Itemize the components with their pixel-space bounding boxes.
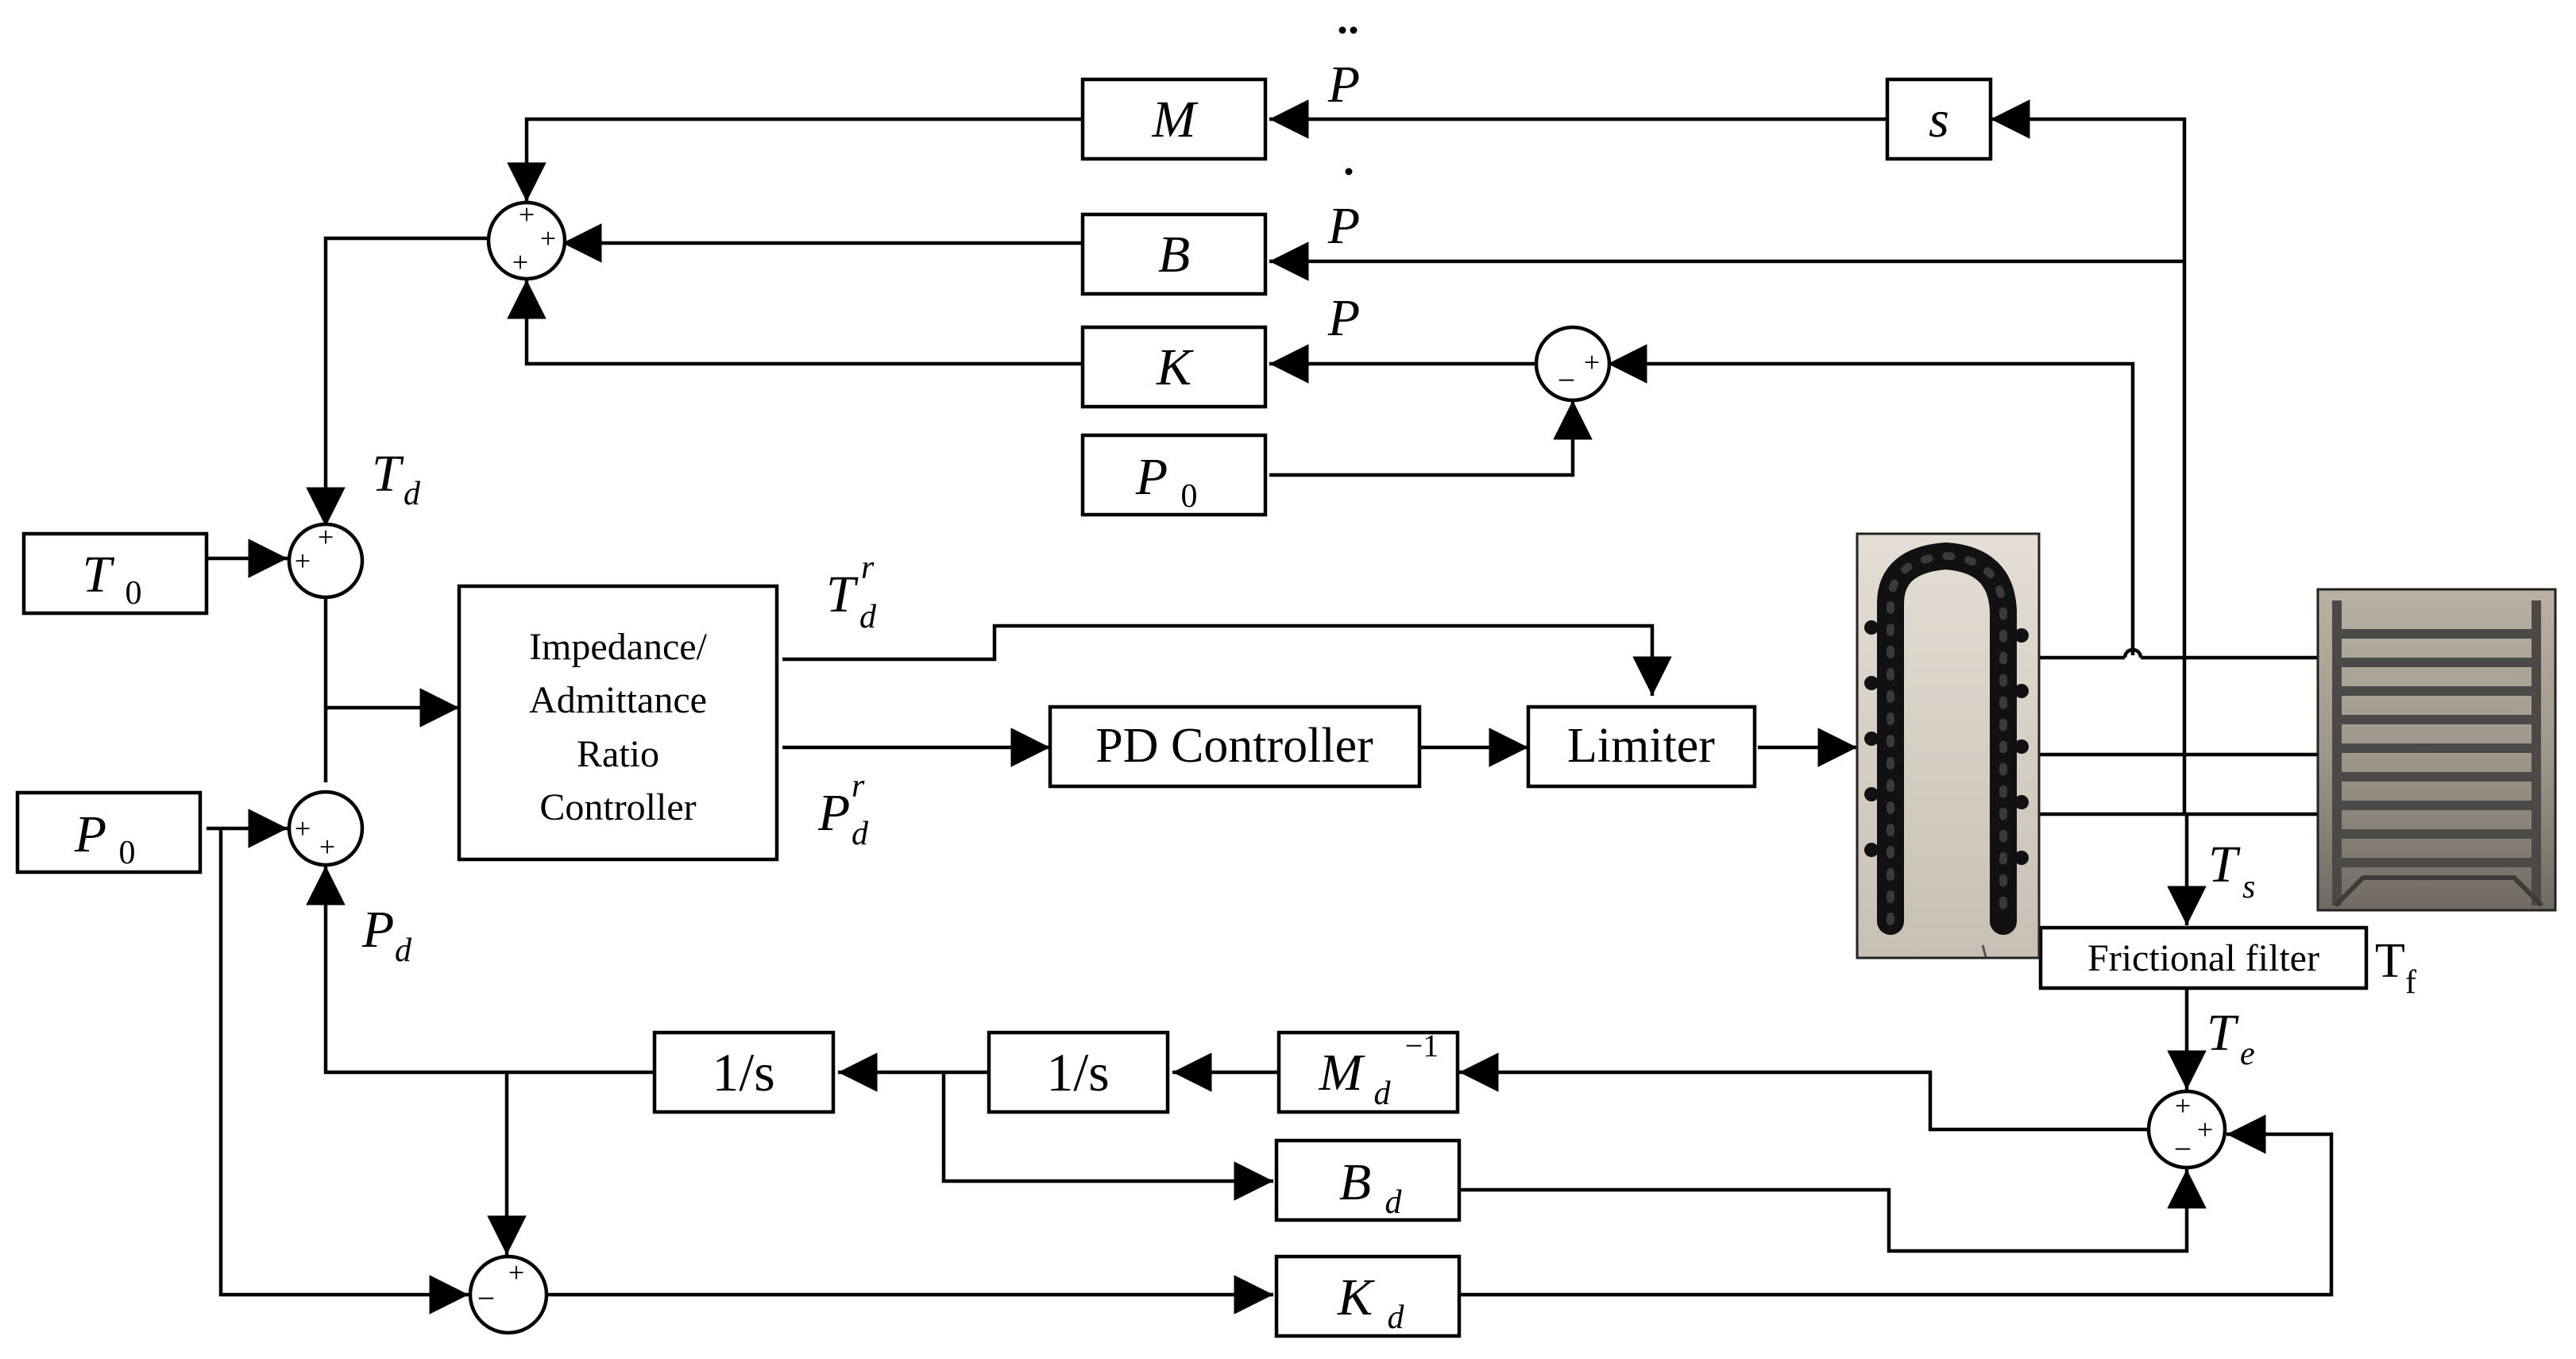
svg-text:1/s: 1/s — [1046, 1042, 1109, 1102]
label-tf: T f — [2375, 934, 2416, 1001]
label-p-double-dot: P — [1327, 26, 1360, 114]
block-m: M — [1080, 77, 1268, 161]
label-p: P — [1327, 289, 1360, 347]
block-bd: B d — [1274, 1138, 1462, 1222]
svg-text:+: + — [295, 545, 311, 577]
svg-text:P: P — [1327, 56, 1360, 114]
block-impedance-admittance-ratio-controller: Impedance/ Admittance Ratio Controller — [457, 584, 779, 862]
svg-text:Controller: Controller — [539, 786, 696, 828]
block-p0-left: P 0 — [15, 790, 203, 874]
svg-text:Impedance/: Impedance/ — [529, 626, 708, 668]
svg-text:d: d — [1385, 1184, 1403, 1221]
svg-text:r: r — [861, 550, 875, 586]
svg-text:P: P — [1327, 197, 1360, 255]
svg-text:r: r — [852, 768, 865, 805]
svg-text:+: + — [319, 831, 335, 863]
svg-text:f: f — [2405, 964, 2416, 1001]
svg-text:+: + — [295, 813, 311, 844]
signal-wires — [207, 99, 2334, 1315]
svg-text:+: + — [2175, 1090, 2191, 1122]
svg-text:−: − — [2174, 1131, 2192, 1167]
svg-text:d: d — [1374, 1075, 1392, 1112]
svg-text:T: T — [83, 546, 115, 604]
block-limiter: Limiter — [1526, 705, 1757, 789]
svg-text:Admittance: Admittance — [529, 679, 707, 721]
svg-text:d: d — [852, 816, 869, 852]
label-pd: P d — [361, 901, 412, 969]
svg-text:d: d — [859, 599, 877, 635]
label-p-dot: P — [1327, 168, 1360, 255]
sum-junction-pd: + + — [287, 790, 365, 867]
sum-junction-bottom: + − — [468, 1254, 549, 1335]
svg-text:B: B — [1339, 1153, 1371, 1211]
block-p0-top: P 0 — [1080, 433, 1268, 517]
block-kd: K d — [1274, 1254, 1462, 1338]
svg-text:+: + — [508, 1257, 524, 1288]
sum-junction-top: + + + — [486, 199, 567, 281]
svg-text:T: T — [826, 566, 859, 624]
test-rig-photo — [2316, 588, 2557, 912]
svg-text:d: d — [404, 476, 421, 512]
block-integrator-1: 1/s — [652, 1030, 836, 1114]
svg-text:−1: −1 — [1405, 1028, 1439, 1064]
svg-text:T: T — [372, 445, 404, 503]
block-b: B — [1080, 212, 1268, 296]
svg-text:Frictional filter: Frictional filter — [2087, 937, 2319, 979]
label-td: T d — [372, 445, 421, 512]
svg-text:T: T — [2375, 934, 2405, 988]
block-pd-controller: PD Controller — [1048, 705, 1422, 789]
svg-text:+: + — [519, 199, 535, 230]
block-frictional-filter: Frictional filter — [2038, 925, 2369, 990]
svg-text:M: M — [1319, 1044, 1366, 1102]
label-pdr: P d r — [817, 768, 869, 852]
svg-text:B: B — [1158, 226, 1190, 284]
svg-text:+: + — [318, 521, 334, 553]
svg-text:s: s — [1929, 91, 1949, 149]
svg-text:P: P — [74, 805, 106, 863]
block-md-inverse: M d −1 — [1276, 1028, 1460, 1114]
sum-junction-te: + + − — [2146, 1089, 2227, 1170]
label-tdr: T d r — [826, 550, 877, 635]
svg-text:T: T — [2208, 836, 2241, 894]
svg-text:+: + — [512, 246, 528, 278]
svg-text:s: s — [2242, 869, 2255, 905]
block-k: K — [1080, 325, 1268, 409]
svg-text:d: d — [395, 932, 412, 969]
label-te: T e — [2207, 1004, 2255, 1072]
svg-text:e: e — [2240, 1036, 2255, 1072]
sum-junction-p: + − — [1534, 325, 1612, 403]
svg-text:P: P — [1327, 289, 1360, 347]
block-integrator-2: 1/s — [987, 1030, 1170, 1114]
svg-text:1/s: 1/s — [712, 1042, 774, 1102]
svg-text:P: P — [817, 784, 850, 842]
svg-text:d: d — [1388, 1299, 1405, 1336]
svg-text:−: − — [477, 1280, 496, 1316]
svg-text:PD Controller: PD Controller — [1095, 719, 1373, 773]
svg-text:+: + — [2197, 1114, 2213, 1145]
svg-text:Ratio: Ratio — [577, 733, 659, 775]
svg-text:0: 0 — [1181, 478, 1198, 515]
svg-text:P: P — [361, 901, 394, 959]
svg-text:T: T — [2207, 1004, 2239, 1062]
svg-text:0: 0 — [119, 835, 136, 871]
svg-text:P: P — [1135, 448, 1168, 506]
svg-text:M: M — [1152, 91, 1199, 149]
svg-text:+: + — [1584, 346, 1600, 378]
svg-text:0: 0 — [126, 575, 142, 612]
block-s: s — [1885, 77, 1993, 161]
svg-text:K: K — [1337, 1268, 1375, 1326]
label-ts: T s — [2208, 836, 2255, 905]
svg-text:+: + — [540, 222, 556, 254]
block-t0: T 0 — [21, 531, 209, 616]
sum-junction-td: + + — [287, 521, 365, 600]
continuum-robot-photo — [1856, 532, 2041, 959]
svg-text:−: − — [1558, 362, 1576, 398]
svg-text:Limiter: Limiter — [1567, 719, 1715, 773]
svg-text:K: K — [1156, 338, 1194, 396]
